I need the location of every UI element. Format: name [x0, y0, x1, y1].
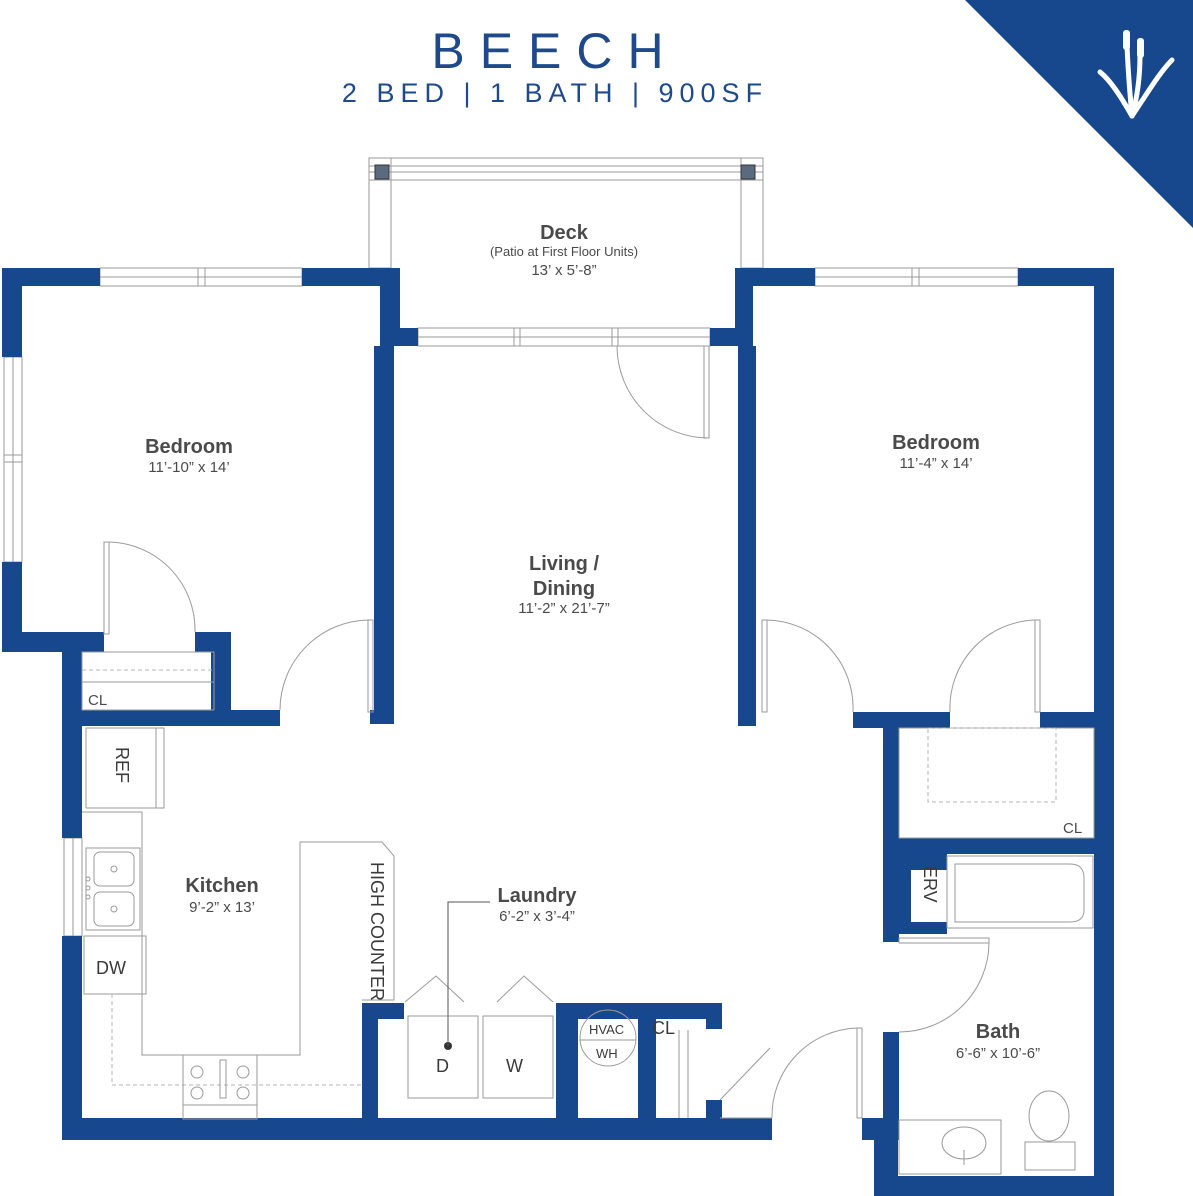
dishwasher-label: DW — [96, 958, 126, 978]
deck-dims: 13’ x 5’-8” — [531, 262, 596, 279]
toilet — [1028, 1090, 1070, 1142]
deck-post — [740, 164, 756, 180]
dishwasher — [83, 935, 147, 995]
kitchen-dims: 9’-2” x 13’ — [189, 899, 255, 916]
kitchen-label: Kitchen — [185, 875, 258, 897]
laundry-leader-line — [447, 901, 490, 1046]
deck-post — [374, 164, 390, 180]
bedroom-right-dims: 11’-4” x 14’ — [899, 455, 972, 472]
room-labels: Deck (Patio at First Floor Units) 13’ x … — [145, 222, 1040, 1062]
dryer-label: D — [436, 1056, 449, 1076]
living-label-line2: Dining — [533, 578, 595, 600]
cattail-icon — [1097, 30, 1175, 119]
bedroom-right-label: Bedroom — [892, 432, 980, 454]
logo-corner — [965, 0, 1193, 228]
hvac-label: HVAC — [589, 1022, 624, 1037]
bath-dims: 6’-6” x 10’-6” — [956, 1045, 1040, 1062]
living-label-line1: Living / — [529, 553, 599, 575]
high-counter-label: HIGH COUNTER — [367, 862, 387, 1001]
washer-label: W — [506, 1056, 523, 1076]
deck-label: Deck — [540, 222, 589, 244]
plan-title: BEECH — [431, 23, 679, 79]
erv-label: ERV — [920, 866, 940, 903]
refrigerator — [85, 727, 165, 809]
bedroom-left-label: Bedroom — [145, 436, 233, 458]
windows — [3, 267, 1019, 937]
walls — [2, 268, 1114, 1196]
closet-left — [81, 651, 215, 711]
dryer — [407, 1015, 479, 1099]
bedroom-left-dims: 11’-10” x 14’ — [148, 459, 229, 476]
doors — [103, 345, 1041, 1119]
bath-label: Bath — [976, 1021, 1020, 1043]
hvac-unit — [579, 1009, 637, 1067]
deck-structure — [368, 157, 764, 347]
fixtures: REF HIGH COUNTER DW D W HVAC WH CL — [81, 651, 1095, 1175]
closet-right — [898, 727, 1095, 839]
deck-note: (Patio at First Floor Units) — [490, 244, 638, 259]
laundry-label: Laundry — [498, 885, 578, 907]
logo — [965, 0, 1193, 228]
living-dims: 11’-2” x 21’-7” — [518, 600, 609, 617]
bathtub — [946, 855, 1094, 929]
laundry-dims: 6’-2” x 3’-4” — [499, 908, 575, 925]
high-counter — [362, 841, 395, 1001]
vanity — [898, 1119, 1002, 1175]
closet-right-label: CL — [1063, 820, 1082, 837]
refrigerator-label: REF — [112, 747, 132, 783]
closet-hall-label: CL — [652, 1018, 675, 1038]
washer — [482, 1015, 554, 1099]
water-heater-label: WH — [596, 1046, 618, 1061]
closet-left-label: CL — [88, 692, 107, 709]
plan-subtitle: 2 BED | 1 BATH | 900SF — [341, 78, 769, 108]
range — [182, 1054, 258, 1120]
